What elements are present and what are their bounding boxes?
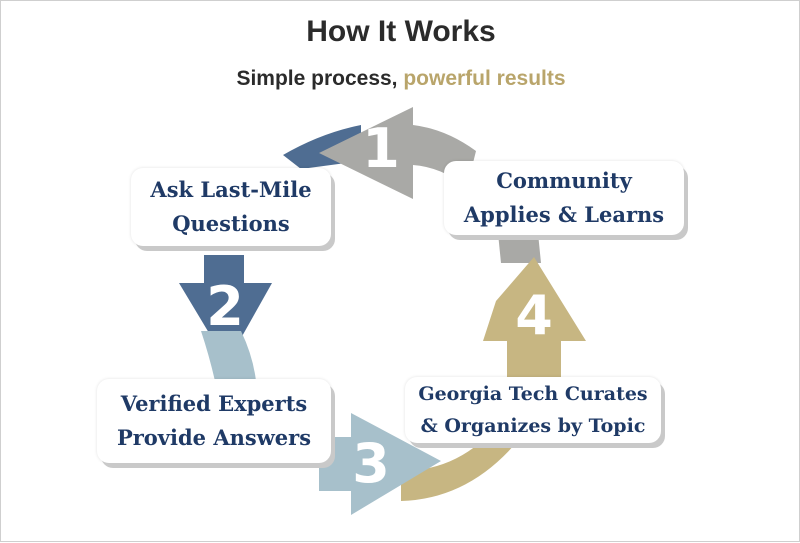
- arrow-step-1: [319, 107, 476, 199]
- page-title: How It Works: [306, 15, 496, 48]
- subtitle-plain: Simple process,: [236, 67, 404, 90]
- arrow-step-3: [319, 413, 441, 515]
- step-label-line: Questions: [172, 211, 290, 236]
- arrow-step-2: [179, 255, 272, 363]
- step-label-line: Provide Answers: [116, 425, 312, 450]
- step-label-line: & Organizes by Topic: [420, 415, 646, 437]
- step-label-line: Ask Last-Mile: [150, 177, 312, 202]
- step-number-3: 3: [352, 432, 390, 495]
- step-label-line: Verified Experts: [120, 391, 308, 416]
- arrow-step-2-tail: [201, 331, 256, 381]
- subtitle-accent: powerful results: [403, 67, 566, 90]
- step-label-line: Applies & Learns: [463, 202, 665, 227]
- page-subtitle: Simple process, powerful results: [1, 67, 800, 91]
- arrow-step-4: [483, 257, 586, 385]
- step-box-verified-experts: Verified Experts Provide Answers: [97, 379, 331, 463]
- step-label-line: Georgia Tech Curates: [418, 383, 648, 405]
- step-number-2: 2: [206, 275, 244, 338]
- step-box-georgia-tech: Georgia Tech Curates & Organizes by Topi…: [405, 377, 661, 443]
- step-box-ask-questions: Ask Last-Mile Questions: [131, 168, 331, 246]
- step-box-community: Community Applies & Learns: [444, 161, 684, 235]
- step-number-1: 1: [362, 117, 400, 180]
- step-label-line: Community: [496, 168, 632, 193]
- step-number-4: 4: [515, 284, 553, 347]
